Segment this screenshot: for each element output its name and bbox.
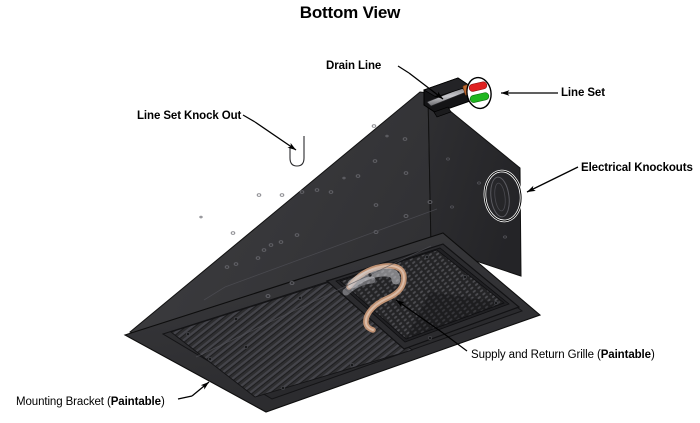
drain-bracket-foot	[433, 106, 452, 118]
drain-pipe-assembly	[423, 77, 472, 118]
mount-label-text: Mounting Bracket (	[16, 396, 111, 408]
supply-return-grille-leader-arrow	[395, 299, 444, 334]
coil-behind-grille	[342, 263, 407, 333]
liquid-line-marker	[468, 81, 488, 92]
electrical-knockouts-highlight	[483, 169, 523, 223]
drain-line-leader	[397, 65, 410, 74]
line-set-knockout-leader-arrow	[254, 121, 297, 151]
flange-fasteners	[186, 255, 498, 390]
callout-leaders	[177, 65, 579, 400]
page-title: Bottom View	[299, 3, 401, 22]
electrical-knockout-shape-2	[494, 182, 506, 212]
mount-label-tail: )	[160, 396, 165, 408]
callout-electrical-knockouts: Electrical Knockouts	[581, 162, 693, 174]
mount-label-paintable: Paintable	[110, 396, 161, 408]
line-set-knockout-leader	[242, 114, 256, 123]
line-set-knockout-shape	[289, 136, 305, 167]
grille-label-tail: )	[650, 349, 655, 361]
callout-supply-and-return-grille: Supply and Return Grille (Paintable)	[471, 349, 655, 362]
supply-return-grille-leader	[442, 332, 468, 352]
side-panel-fasteners	[199, 124, 433, 298]
line-set-highlight	[465, 76, 494, 110]
mounting-bracket-leader-arrow	[191, 381, 210, 397]
electrical-highlight-ellipse-inner	[484, 170, 522, 222]
right-panel-fasteners	[446, 157, 507, 239]
mounting-bracket-louvers	[170, 281, 413, 398]
electrical-knockout-shape	[490, 176, 510, 218]
electrical-knockouts-leader	[526, 166, 579, 193]
mounting-bracket-leader	[177, 395, 193, 400]
callout-drain-line: Drain Line	[326, 60, 382, 72]
grille-label-paintable: Paintable	[600, 349, 651, 361]
grille-shadow	[406, 292, 504, 339]
suction-line-marker	[469, 92, 490, 103]
drain-line-leader-arrow	[408, 72, 444, 100]
panel-fold-seam-2	[195, 245, 432, 358]
right-side-panel	[427, 91, 522, 277]
unit-body	[123, 91, 542, 413]
line-set-highlight-ellipse[interactable]	[465, 76, 494, 110]
callout-line-set-knock-out: Line Set Knock Out	[137, 110, 242, 122]
callout-line-set: Line Set	[561, 87, 605, 99]
panel-fold-seam	[203, 208, 438, 301]
grille-label-text: Supply and Return Grille (	[471, 349, 601, 361]
callout-mounting-bracket: Mounting Bracket (Paintable)	[16, 396, 165, 409]
